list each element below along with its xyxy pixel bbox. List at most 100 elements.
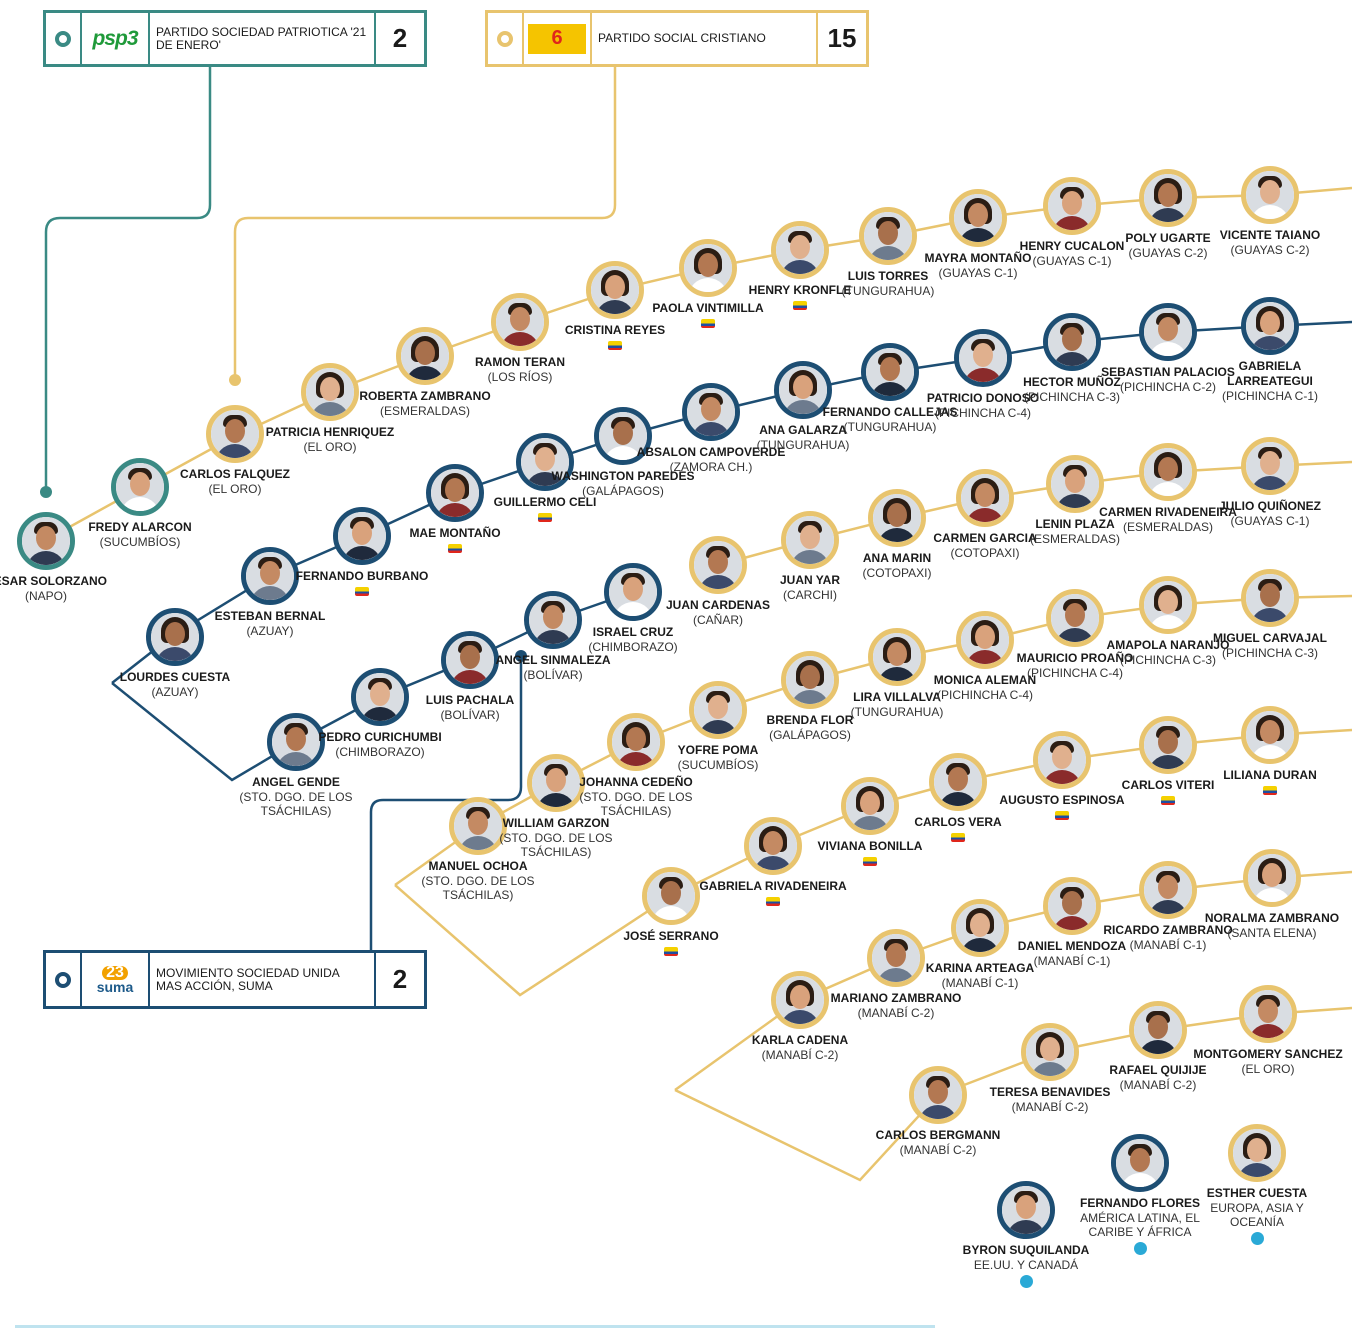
candidate-photo: [909, 1066, 967, 1124]
abroad-dot-icon: [1133, 1242, 1147, 1255]
ecuador-flag-icon: [355, 587, 369, 596]
candidate: NORALMA ZAMBRANO(SANTA ELENA): [1197, 849, 1347, 940]
candidate: GABRIELA LARREATEGUI(PICHINCHA C-1): [1195, 297, 1345, 403]
suma-logo-number: 23: [102, 964, 128, 980]
candidate-province: (PICHINCHA C-4): [1026, 666, 1123, 680]
suma-connector-dot: [515, 650, 527, 662]
candidate-province: (EL ORO): [1241, 1062, 1295, 1076]
candidate-photo: [867, 929, 925, 987]
candidate-name: FERNANDO FLORES: [1080, 1196, 1200, 1210]
candidate-photo: [781, 511, 839, 569]
candidate-province: (TUNGURAHUA): [843, 420, 937, 434]
ecuador-flag-icon: [951, 833, 965, 842]
candidate-photo: [682, 383, 740, 441]
candidate-photo: [351, 668, 409, 726]
candidate-name: RICARDO ZAMBRANO: [1103, 923, 1233, 937]
candidate-name: HECTOR MUÑOZ: [1023, 375, 1121, 389]
candidate-photo: [524, 591, 582, 649]
candidate-photo: [956, 611, 1014, 669]
candidate-photo: [868, 489, 926, 547]
candidate-photo: [954, 329, 1012, 387]
candidate-province: EUROPA, ASIA Y OCEANÍA: [1210, 1201, 1304, 1229]
candidate: YOFRE POMA(SUCUMBÍOS): [643, 681, 793, 772]
candidate: PATRICIO DONOSO(PICHINCHA C-4): [908, 329, 1058, 420]
candidate-photo: [527, 754, 585, 812]
candidate-name: LOURDES CUESTA: [119, 670, 231, 684]
candidate-name: CARLOS VERA: [914, 815, 1002, 829]
candidate: GABRIELA RIVADENEIRA: [698, 817, 848, 906]
ecuador-flag-icon: [448, 544, 462, 553]
candidate-province: (LOS RÍOS): [487, 370, 553, 384]
candidate-photo: [868, 628, 926, 686]
candidate-province: (BOLÍVAR): [523, 668, 583, 682]
candidate: ROBERTA ZAMBRANO(ESMERALDAS): [350, 327, 500, 418]
candidate-photo: [1241, 166, 1299, 224]
candidate-photo: [1228, 1124, 1286, 1182]
candidate-photo: [267, 713, 325, 771]
candidate-photo: [441, 631, 499, 689]
candidate-province: (GUAYAS C-1): [938, 266, 1018, 280]
candidate: FREDY ALARCON(SUCUMBÍOS): [65, 458, 215, 549]
candidate-photo: [1139, 861, 1197, 919]
candidate-name: MAURICIO PROAÑO: [1016, 651, 1134, 665]
candidate-name: KARINA ARTEAGA: [925, 961, 1035, 975]
candidate-photo: [1139, 716, 1197, 774]
candidate-photo: [642, 867, 700, 925]
candidate-photo: [1241, 437, 1299, 495]
candidate-photo: [774, 361, 832, 419]
candidate: POLY UGARTE(GUAYAS C-2): [1093, 169, 1243, 260]
ecuador-flag-icon: [608, 341, 622, 350]
party-ring-cell: [46, 953, 82, 1006]
candidate: ANA MARIN(COTOPAXI): [822, 489, 972, 580]
candidate: ESTEBAN BERNAL(AZUAY): [195, 547, 345, 638]
candidate-photo: [206, 405, 264, 463]
candidate-province: (GALÁPAGOS): [582, 484, 664, 498]
candidate-name: LUIS TORRES: [847, 269, 929, 283]
candidate-province: (MANABÍ C-2): [761, 1048, 839, 1062]
candidate-name: ANGEL SINMALEZA: [495, 653, 611, 667]
candidate-name: LENIN PLAZA: [1035, 517, 1115, 531]
candidate: LENIN PLAZA(ESMERALDAS): [1000, 455, 1150, 546]
party-ring-cell: [46, 13, 82, 64]
candidate-name: WILLIAM GARZON: [502, 816, 610, 830]
candidate-name: NORALMA ZAMBRANO: [1204, 911, 1340, 925]
candidate-name: YOFRE POMA: [677, 743, 759, 757]
candidate-province: (NAPO): [25, 589, 67, 603]
candidate: AUGUSTO ESPINOSA: [987, 731, 1137, 820]
candidate-province: (GUAYAS C-1): [1032, 254, 1112, 268]
candidate-photo: [1021, 1023, 1079, 1081]
candidate-name: BYRON SUQUILANDA: [962, 1243, 1090, 1257]
psc-logo: 6: [524, 13, 592, 64]
suma-logo: 23 suma: [82, 953, 150, 1006]
candidate-province: (TUNGURAHUA): [756, 438, 850, 452]
candidate-photo: [1243, 849, 1301, 907]
candidate: AMAPOLA NARANJO(PICHINCHA C-3): [1093, 576, 1243, 667]
candidate: KARLA CADENA(MANABÍ C-2): [725, 971, 875, 1062]
candidate: LUIS TORRES(TUNGURAHUA): [813, 207, 963, 298]
candidate: ANGEL SINMALEZA(BOLÍVAR): [478, 591, 628, 682]
candidate-name: VIVIANA BONILLA: [817, 839, 923, 853]
candidate-name: AUGUSTO ESPINOSA: [999, 793, 1125, 807]
party-name: MOVIMIENTO SOCIEDAD UNIDA MAS ACCIÓN, SU…: [150, 953, 376, 1006]
candidate-province: (EL ORO): [208, 482, 262, 496]
abroad-dot-icon: [1019, 1275, 1033, 1288]
candidate-photo: [929, 753, 987, 811]
party-box-suma: 23 suma MOVIMIENTO SOCIEDAD UNIDA MAS AC…: [43, 950, 427, 1009]
candidate: WASHINGTON PAREDES(GALÁPAGOS): [548, 407, 698, 498]
candidate-photo: [1241, 297, 1299, 355]
candidate-province: (AZUAY): [151, 685, 199, 699]
candidate-province: (SANTA ELENA): [1227, 926, 1317, 940]
candidate-photo: [1043, 877, 1101, 935]
candidate-name: PATRICIO DONOSO: [926, 391, 1040, 405]
candidate-name: JOSÉ SERRANO: [623, 929, 719, 943]
candidate-name: ISRAEL CRUZ: [592, 625, 674, 639]
candidate-name: LUIS PACHALA: [425, 693, 515, 707]
candidate-photo: [1139, 443, 1197, 501]
candidate-name: CESAR SOLORZANO: [0, 574, 107, 588]
candidate: BRENDA FLOR(GALÁPAGOS): [735, 651, 885, 742]
candidate: LILIANA DURAN: [1195, 706, 1345, 795]
candidate: ABSALON CAMPOVERDE(ZAMORA CH.): [636, 383, 786, 474]
psc-connector-dot: [229, 374, 241, 386]
candidate-photo: [607, 713, 665, 771]
